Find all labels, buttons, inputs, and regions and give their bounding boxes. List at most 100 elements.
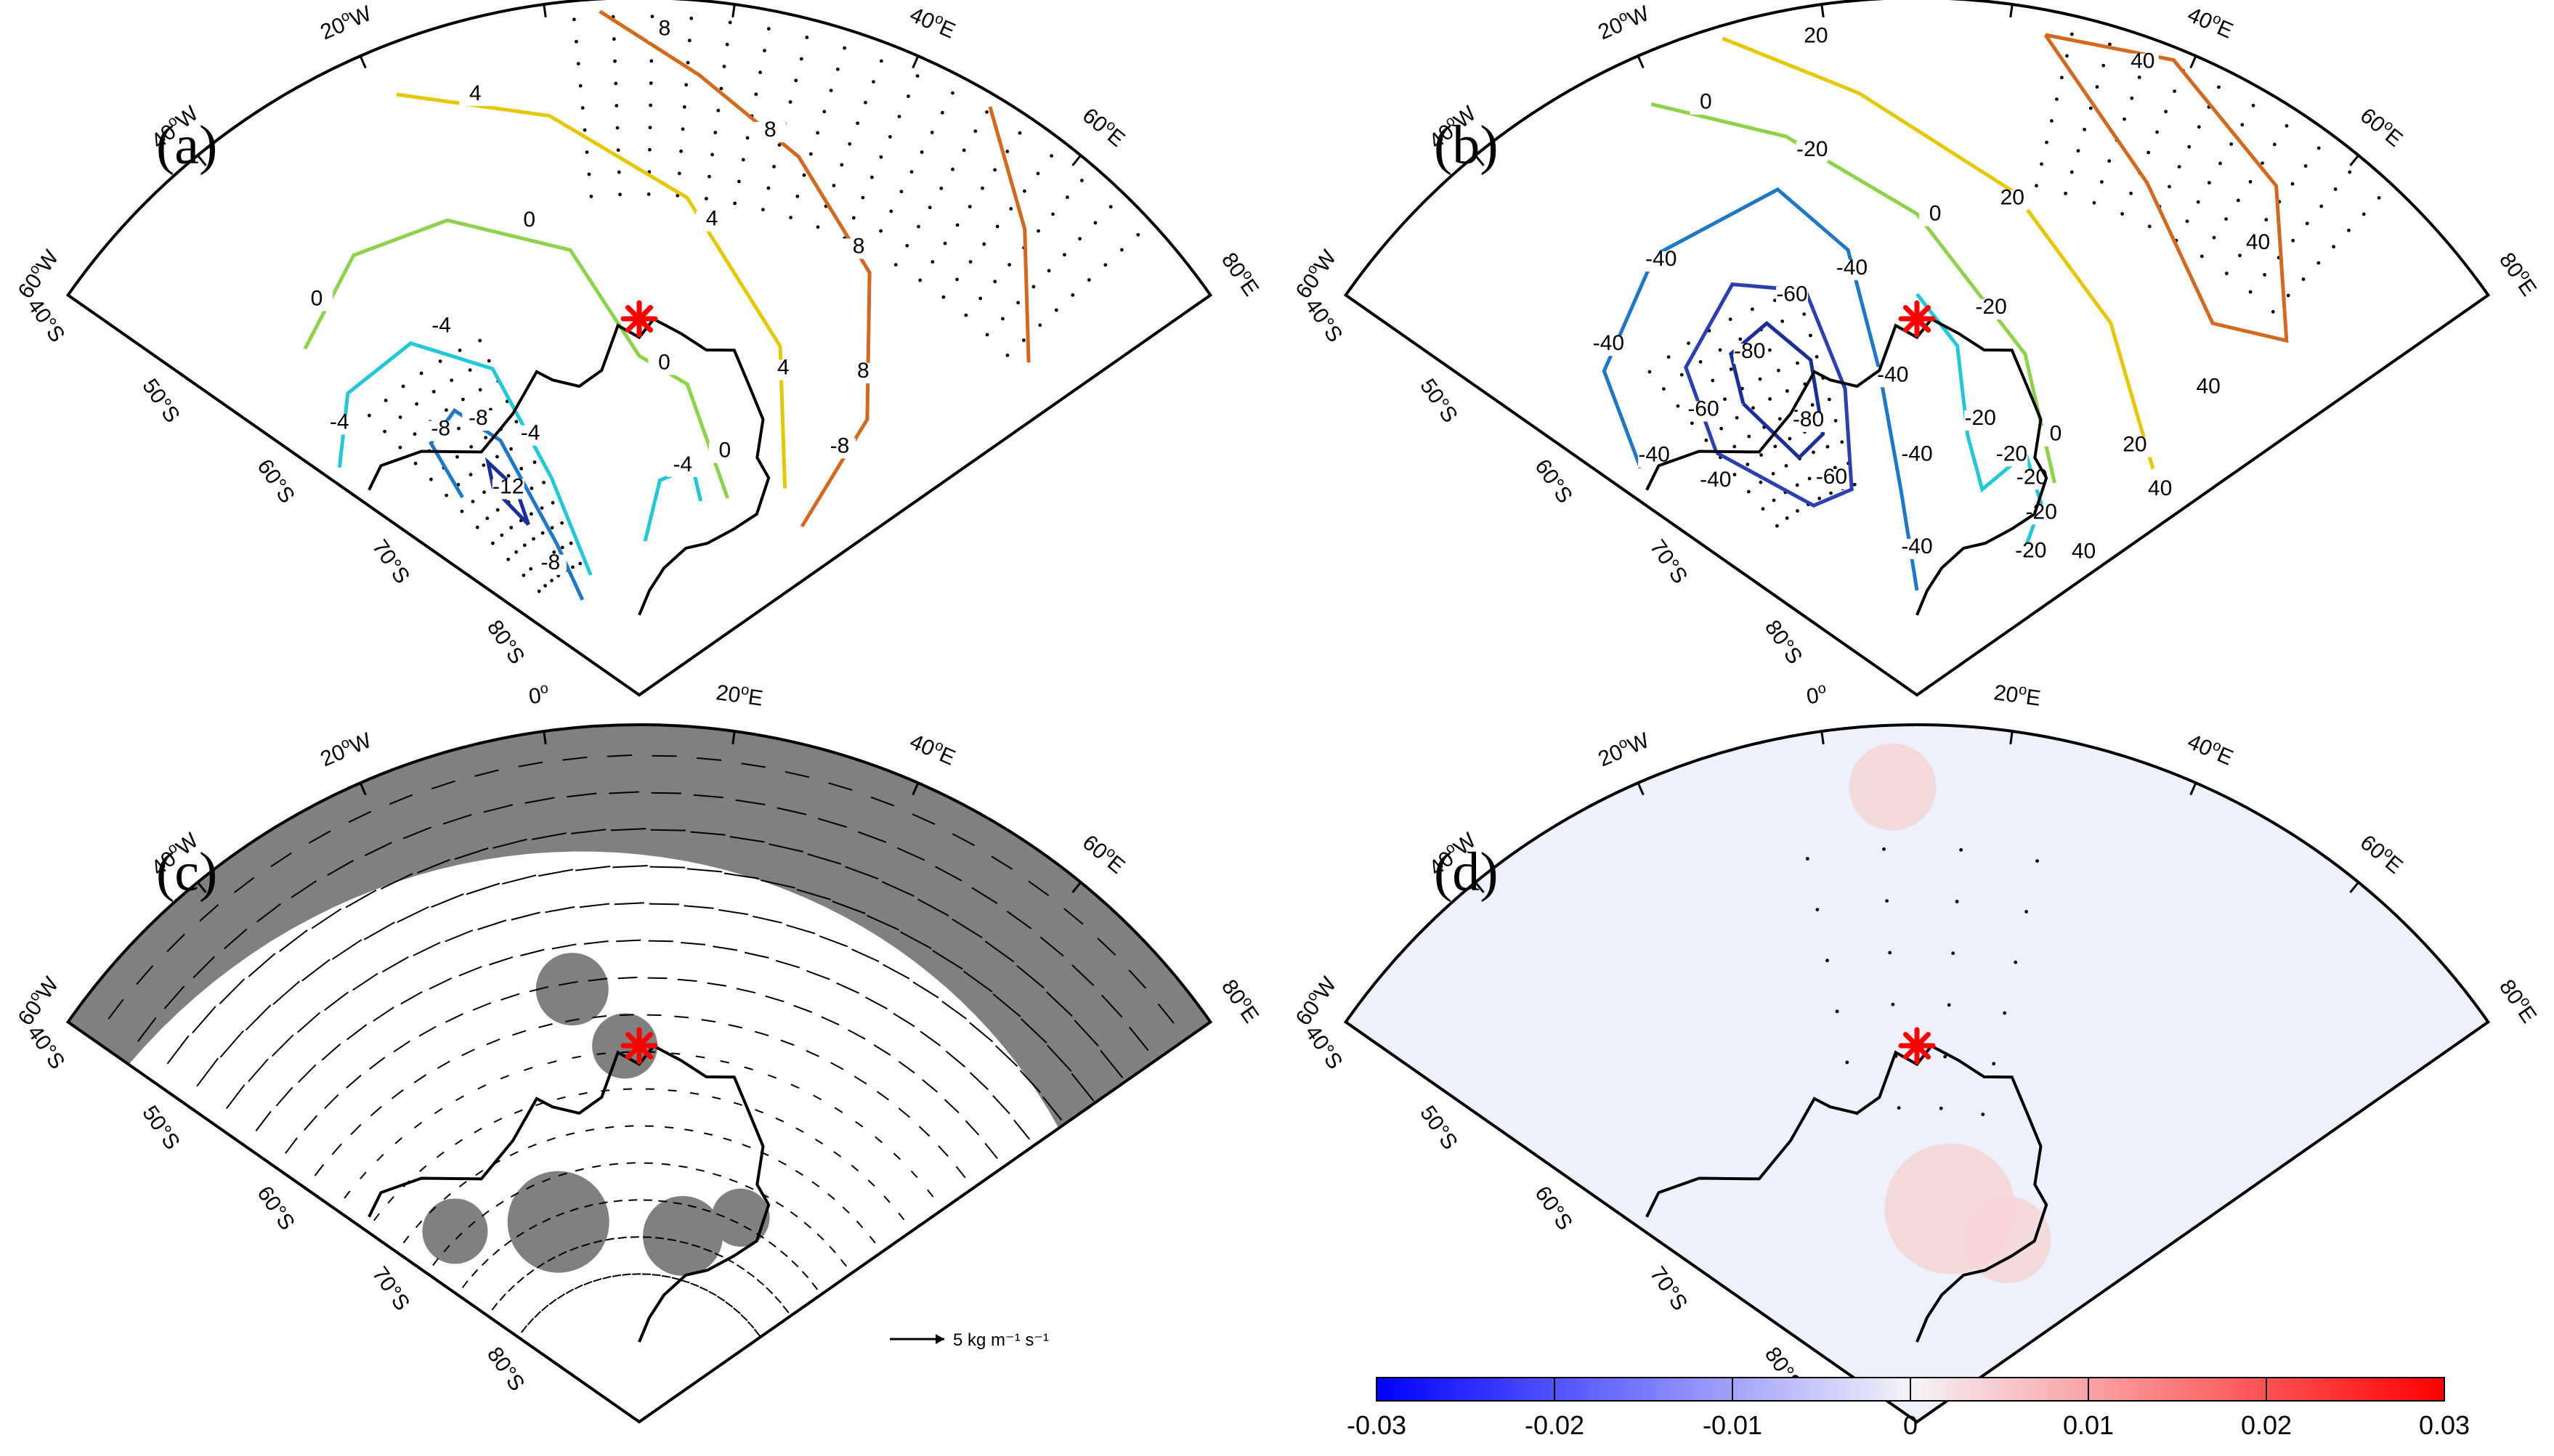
longitude-label: 40oE (2184, 728, 2238, 770)
flux-vector (331, 939, 362, 960)
significance-dot (687, 38, 692, 43)
flux-vector (391, 1089, 404, 1099)
flux-vector (531, 832, 567, 840)
vector-legend-label: 5 kg m⁻¹ s⁻¹ (953, 1330, 1049, 1350)
flux-vector (526, 1184, 535, 1190)
flux-vector (713, 1173, 722, 1177)
flux-vector (992, 993, 1021, 1017)
flux-vector (736, 1264, 745, 1271)
significance-dot (2035, 859, 2039, 863)
flux-vector (219, 978, 246, 1005)
flux-vector (255, 1110, 272, 1132)
flux-vector (617, 1236, 627, 1240)
significance-dot (413, 461, 418, 465)
significance-dot (1825, 444, 1830, 449)
flux-vector (718, 908, 749, 916)
significance-dot (1805, 857, 1809, 861)
significance-dot (2035, 184, 2038, 188)
flux-vector (883, 1195, 891, 1203)
latitude-label: 70°S (368, 1262, 415, 1314)
significance-dot (880, 59, 883, 63)
flux-vector (492, 1248, 500, 1256)
flux-vector (1063, 908, 1084, 925)
significance-dot (964, 313, 968, 317)
flux-vector (912, 813, 936, 826)
significance-dot (716, 108, 721, 113)
flux-vector (969, 1072, 989, 1091)
longitude-hemisphere: E (747, 685, 764, 710)
significance-dot (799, 57, 803, 61)
contour-label-bg (767, 359, 800, 381)
flux-vector (542, 1178, 551, 1183)
flux-vector (565, 1018, 580, 1022)
flux-vector (475, 1169, 484, 1176)
flux-vector (898, 1212, 905, 1221)
flux-vector (477, 919, 507, 930)
flux-vector (192, 956, 216, 979)
positive-anomaly (1963, 1196, 2051, 1284)
flux-vector (733, 1307, 741, 1314)
significance-dot (383, 429, 386, 434)
flux-vector (654, 1237, 664, 1240)
significance-dot (455, 455, 459, 459)
significance-dot (648, 147, 652, 152)
significance-dot (2107, 159, 2112, 163)
flux-vector (437, 1060, 450, 1069)
significance-dot (909, 170, 914, 174)
significance-dot (540, 531, 545, 535)
contour-label-bg (1975, 298, 2008, 320)
contour-label-bg (1799, 28, 1832, 49)
flux-vector (729, 836, 765, 843)
contour-label-bg (513, 212, 546, 233)
significance-dot (431, 389, 436, 394)
flux-vector (623, 1088, 633, 1090)
longitude-label: 40oE (907, 1, 960, 44)
flux-vector (775, 959, 800, 969)
flux-vector (665, 1126, 674, 1129)
flux-vector (836, 982, 860, 994)
flux-vector (658, 1200, 668, 1203)
significance-dot (1103, 263, 1108, 267)
significance-dot (1891, 1002, 1895, 1006)
significance-dot (772, 165, 776, 168)
significance-dot (931, 260, 935, 264)
significance-dot (1037, 229, 1040, 233)
flux-vector (778, 1160, 787, 1166)
contour-line (988, 106, 1031, 363)
significance-dot (1882, 847, 1886, 851)
significance-dot (560, 521, 564, 525)
contour-label: 8 (764, 118, 777, 142)
flux-vector (681, 942, 706, 945)
flux-vector (1016, 964, 1045, 989)
flux-vector (417, 858, 450, 874)
flux-vector (569, 1208, 579, 1212)
flux-vector (545, 906, 575, 914)
contour-label-bg (2144, 481, 2176, 502)
flux-vector (443, 1192, 451, 1200)
flux-vector (777, 807, 807, 816)
significance-dot (722, 65, 726, 68)
flux-vector (678, 1165, 688, 1168)
longitude-hemisphere: W (346, 728, 376, 759)
significance-dot (1751, 406, 1755, 410)
flux-vector (684, 905, 714, 909)
flux-vector (667, 1238, 676, 1242)
flux-vector (661, 1163, 670, 1166)
significance-dot (2197, 125, 2201, 129)
contour-label: 20 (2000, 186, 2024, 210)
flux-vector (297, 1064, 317, 1083)
flux-vector (917, 898, 949, 916)
contour-label: 4 (469, 81, 482, 105)
longitude-label: 20oE (1992, 678, 2043, 711)
flux-vector (811, 1181, 820, 1188)
significance-dot (469, 473, 473, 476)
contour-label: -40 (1901, 442, 1932, 466)
flux-vector (747, 1321, 755, 1329)
longitude-degree: 40 (2184, 3, 2216, 35)
significance-dot (745, 136, 750, 140)
flux-vector (833, 1151, 842, 1158)
significance-dot (2070, 32, 2074, 36)
significance-dot (1759, 453, 1763, 457)
flux-vector (500, 1075, 509, 1080)
